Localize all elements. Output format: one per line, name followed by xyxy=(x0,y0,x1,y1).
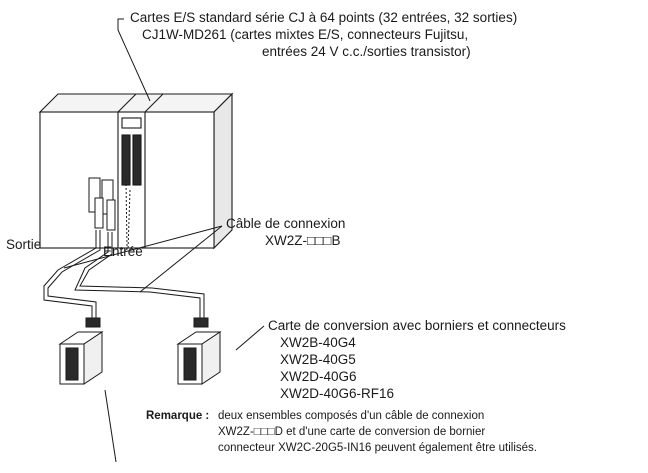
cable-assembly xyxy=(43,177,209,328)
remark-line-2: XW2Z-□□□D et d'une carte de conversion d… xyxy=(218,426,486,438)
cable-model: XW2Z-□□□B xyxy=(265,233,341,248)
terminal-model-2: XW2B-40G5 xyxy=(280,352,356,367)
label-entree: Entrée xyxy=(103,244,143,259)
remark-label: Remarque : xyxy=(146,410,210,422)
terminal-model-3: XW2D-40G6 xyxy=(280,369,357,384)
cable-title: Câble de connexion xyxy=(226,216,346,231)
terminal-model-4: XW2D-40G6-RF16 xyxy=(280,386,395,401)
terminal-block-right xyxy=(176,331,222,385)
header-line-1: Cartes E/S standard série CJ à 64 points… xyxy=(130,10,518,25)
terminal-model-1: XW2B-40G4 xyxy=(280,335,356,350)
label-sortie: Sortie xyxy=(6,237,42,252)
header-line-2: CJ1W-MD261 (cartes mixtes E/S, connecteu… xyxy=(142,27,469,42)
terminal-block-left xyxy=(58,331,104,385)
remark-line-1: deux ensembles composés d'un câble de co… xyxy=(218,410,485,422)
header-line-3: entrées 24 V c.c./sorties transistor) xyxy=(262,44,471,59)
unit-leader-line xyxy=(117,18,151,102)
leader-lines xyxy=(63,225,265,463)
terminal-title: Carte de conversion avec borniers et con… xyxy=(268,318,566,333)
plc-unit xyxy=(38,92,234,250)
remark-line-3: connecteur XW2C-20G5-IN16 peuvent égalem… xyxy=(218,442,537,454)
